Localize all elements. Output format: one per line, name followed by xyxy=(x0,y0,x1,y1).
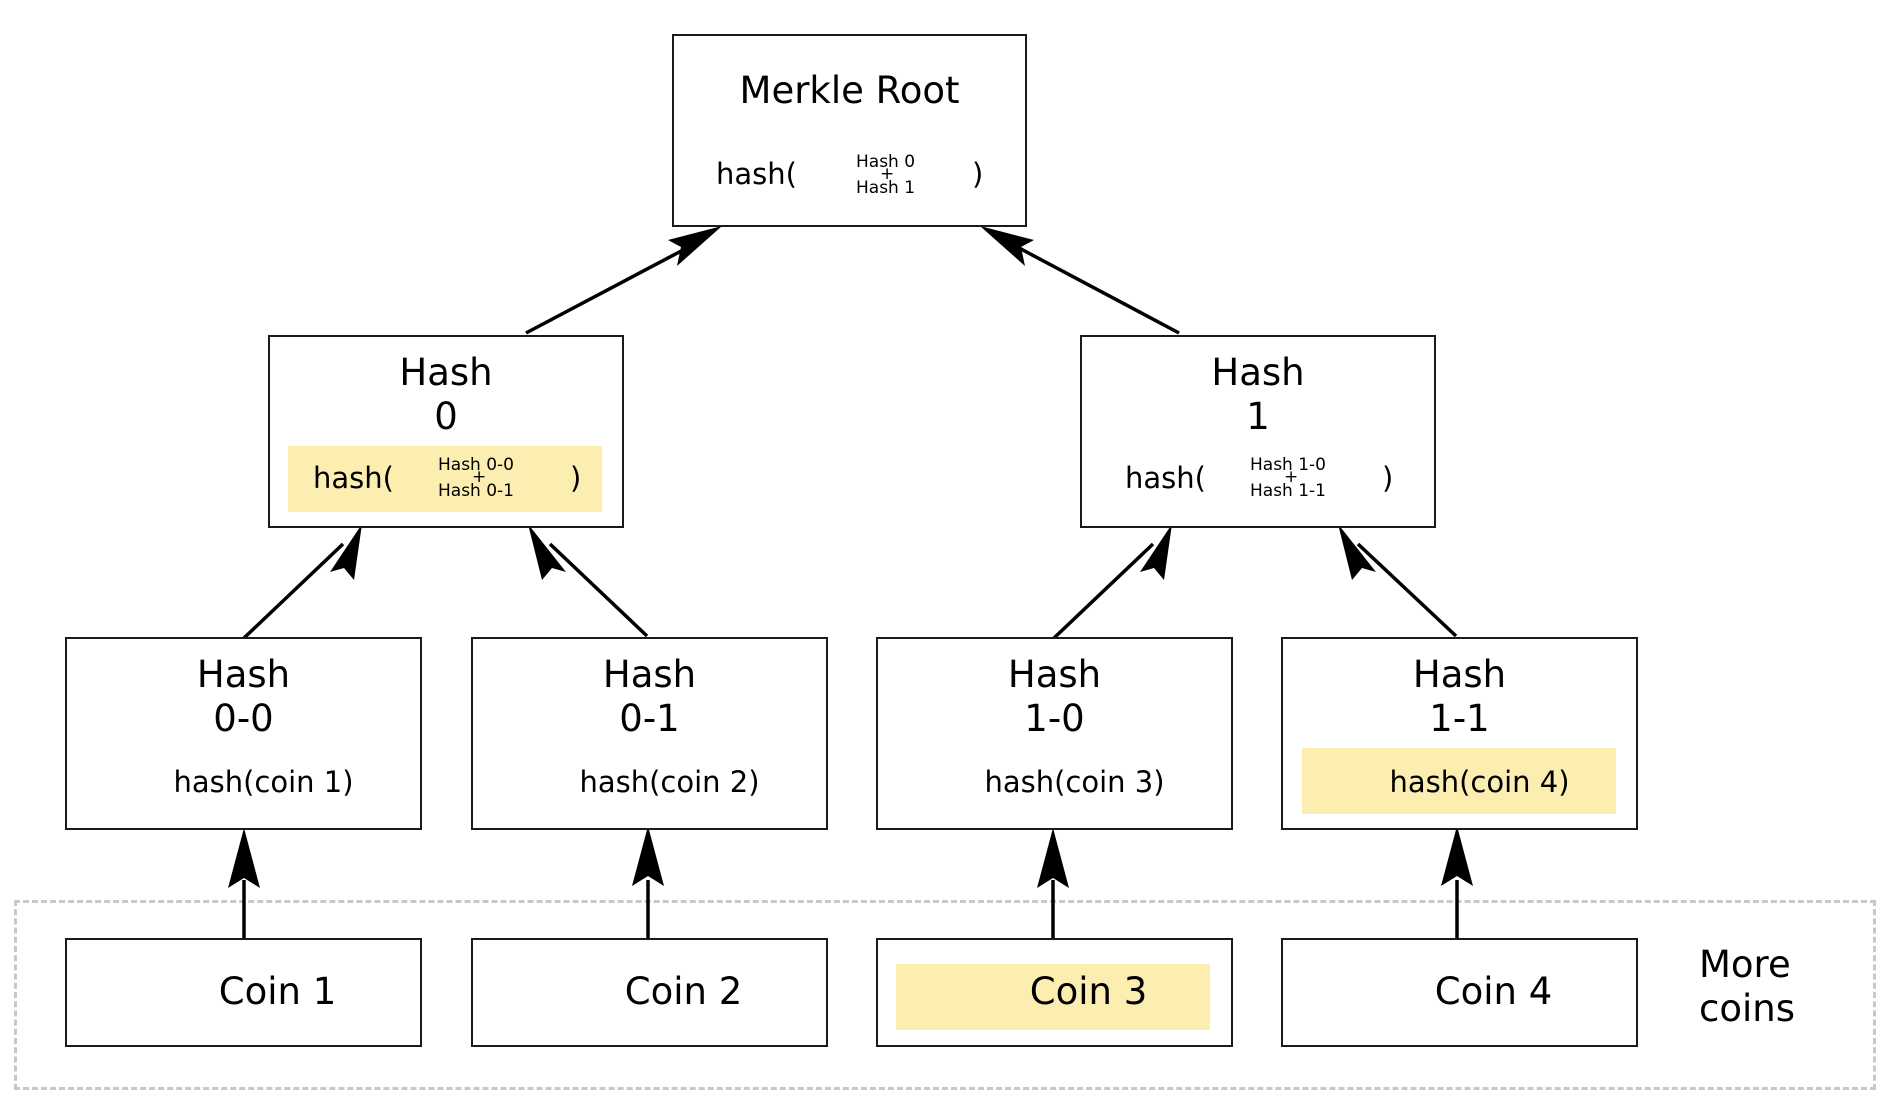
coin-label: Coin 1 xyxy=(218,970,337,1013)
leaf-node-1-1: Hash 1-1 hash(coin 4) xyxy=(1281,637,1638,830)
arrowhead-root-left xyxy=(668,226,722,266)
arrow-leaf11-to-hash1 xyxy=(1356,542,1458,638)
hash-0-highlight xyxy=(288,446,602,512)
merkle-root-plus: + xyxy=(880,164,895,184)
arrowhead-coin4 xyxy=(1441,826,1473,886)
coin-label: Coin 4 xyxy=(1434,970,1553,1013)
hash-0-title-line1: Hash xyxy=(399,351,493,394)
hash-1-plus: + xyxy=(1284,467,1299,487)
arrow-leaf00-to-hash0 xyxy=(242,542,345,640)
leaf-title-line1: Hash xyxy=(1412,653,1507,696)
arrow-leaf01-to-hash0 xyxy=(548,542,649,638)
hash-1-title-line1: Hash xyxy=(1211,351,1305,394)
leaf-title-line2: 0-1 xyxy=(619,697,680,740)
arrowhead-hash0-left xyxy=(330,524,362,580)
arrow-hash1-to-root xyxy=(1003,238,1180,335)
merkle-root-hash-prefix: hash( xyxy=(716,157,797,191)
coin-3-node: Coin 3 xyxy=(876,938,1233,1047)
leaf-node-1-0: Hash 1-0 hash(coin 3) xyxy=(876,637,1233,830)
leaf-node-0-0: Hash 0-0 hash(coin 1) xyxy=(65,637,422,830)
coin-3-highlight xyxy=(896,964,1210,1030)
merkle-root-operand-bottom: Hash 1 xyxy=(856,178,916,198)
hash-0-operand-bottom: Hash 0-1 xyxy=(438,481,515,501)
leaf-title-line1: Hash xyxy=(196,653,291,696)
leaf-title-line1: Hash xyxy=(1007,653,1102,696)
hash-0-title-line2: 0 xyxy=(434,395,458,438)
arrowhead-root-right xyxy=(980,226,1034,266)
hash-0-plus: + xyxy=(472,467,487,487)
hash-1-operand-bottom: Hash 1-1 xyxy=(1250,481,1327,501)
more-coins-line2: coins xyxy=(1699,987,1795,1030)
leaf-title-line2: 1-1 xyxy=(1429,697,1490,740)
hash-0-node: Hash 0 hash( Hash 0-0 + Hash 0-1 ) xyxy=(268,335,624,528)
arrowhead-coin1 xyxy=(228,828,260,888)
hash-0-hash-prefix: hash( xyxy=(313,461,394,495)
leaf-formula: hash(coin 1) xyxy=(173,765,354,799)
hash-0-operand-top: Hash 0-0 xyxy=(438,455,515,475)
hash-1-hash-suffix: ) xyxy=(1382,461,1394,495)
merkle-root-node: Merkle Root hash( Hash 0 + Hash 1 ) xyxy=(672,34,1027,227)
hash-1-node: Hash 1 hash( Hash 1-0 + Hash 1-1 ) xyxy=(1080,335,1436,528)
coin-label: Coin 3 xyxy=(1029,970,1148,1013)
arrowhead-hash1-right xyxy=(1338,524,1376,580)
hash-0-hash-suffix: ) xyxy=(570,461,582,495)
leaf-title-line2: 1-0 xyxy=(1024,697,1085,740)
leaf-title-line1: Hash xyxy=(602,653,697,696)
coin-2-node: Coin 2 xyxy=(471,938,828,1047)
leaf-title-line2: 0-0 xyxy=(213,697,274,740)
hash-1-operand-top: Hash 1-0 xyxy=(1250,455,1327,475)
arrowhead-hash0-right xyxy=(528,524,566,580)
arrowhead-hash1-left xyxy=(1140,524,1172,580)
arrowhead-coin3 xyxy=(1037,828,1069,888)
leaf-formula: hash(coin 2) xyxy=(579,765,760,799)
merkle-root-title: Merkle Root xyxy=(739,69,960,112)
arrowhead-coin2 xyxy=(632,826,664,886)
leaf-node-0-1: Hash 0-1 hash(coin 2) xyxy=(471,637,828,830)
coin-4-node: Coin 4 xyxy=(1281,938,1638,1047)
hash-1-title-line2: 1 xyxy=(1246,395,1270,438)
hash-1-hash-prefix: hash( xyxy=(1125,461,1206,495)
arrow-hash0-to-root xyxy=(525,238,703,335)
coin-1-node: Coin 1 xyxy=(65,938,422,1047)
arrow-leaf10-to-hash1 xyxy=(1052,542,1155,640)
merkle-root-hash-suffix: ) xyxy=(972,157,984,191)
more-coins-line1: More xyxy=(1699,943,1791,986)
leaf-formula: hash(coin 3) xyxy=(984,765,1165,799)
leaf-formula: hash(coin 4) xyxy=(1389,765,1570,799)
coins-region xyxy=(14,900,1876,1090)
leaf-1-1-highlight xyxy=(1302,748,1616,814)
coin-label: Coin 2 xyxy=(624,970,743,1013)
merkle-root-operand-top: Hash 0 xyxy=(856,152,916,172)
